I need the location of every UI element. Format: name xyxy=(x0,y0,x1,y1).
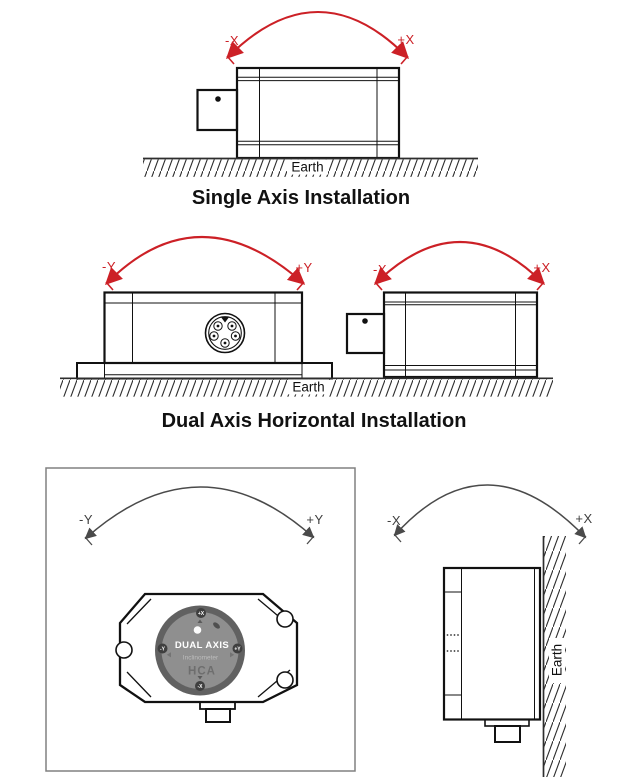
down-pointer-icon xyxy=(197,676,203,680)
ground: Earth xyxy=(143,157,478,177)
mounting-holes xyxy=(115,610,294,689)
top-view-frame xyxy=(45,467,356,772)
inclinometer-side-view xyxy=(196,66,401,160)
inclinometer-side-view-2 xyxy=(345,291,539,379)
arc-tick-right xyxy=(306,535,315,545)
screw-mark xyxy=(213,622,220,629)
connector-keyway xyxy=(220,316,230,323)
pos-y-label: +Y xyxy=(306,512,323,527)
arc-tick-left xyxy=(226,55,235,65)
arc-tick-right xyxy=(578,535,587,545)
rotation-arc xyxy=(225,10,409,60)
neg-y-label: -Y xyxy=(79,512,93,527)
earth-label: Earth xyxy=(291,160,323,175)
axis-markers: +X -X -Y +Y xyxy=(157,608,243,691)
left-pointer-icon xyxy=(166,652,171,658)
wall-mounted-side-view: Earth xyxy=(442,536,566,777)
disc-brand: HCA xyxy=(188,666,216,678)
connector-dot xyxy=(362,318,368,324)
marker-neg-x: -X xyxy=(198,684,204,690)
mounting-flange xyxy=(76,362,333,380)
ground: Earth xyxy=(60,377,553,397)
single-axis-section: -X +X Earth Single Axis Installation xyxy=(143,10,478,209)
disc-title: DUAL AXIS xyxy=(175,640,229,651)
rotation-arc xyxy=(104,235,306,286)
rotation-arc xyxy=(393,484,587,539)
circular-connector xyxy=(204,312,246,354)
x-axis-rotation-arc: -X +X xyxy=(387,484,592,545)
right-pointer-icon xyxy=(230,652,235,658)
arc-tick-left xyxy=(105,281,114,291)
arc-tick-left xyxy=(84,536,93,546)
arc-tick-right xyxy=(296,281,305,291)
label-dots xyxy=(446,634,459,652)
neg-x-label: -X xyxy=(225,33,239,48)
arc-tick-right xyxy=(536,281,545,291)
neg-x-label: -X xyxy=(373,262,387,277)
neg-x-label: -X xyxy=(387,513,401,528)
earth-label: Earth xyxy=(292,380,324,395)
bottom-connector xyxy=(199,701,236,723)
cable-connector-block xyxy=(196,88,239,132)
up-pointer-icon xyxy=(197,619,203,623)
arc-tick-left xyxy=(374,281,383,291)
disc-face xyxy=(161,612,239,689)
connector-pins xyxy=(209,321,241,348)
dual-horizontal-title: Dual Axis Horizontal Installation xyxy=(162,410,467,432)
rotation-arc xyxy=(84,486,315,540)
x-axis-rotation-arc: -X +X xyxy=(373,241,550,291)
single-axis-rotation-arc: -X +X xyxy=(225,10,414,65)
inclinometer-top-view: DUAL AXIS Inclinometer HCA +X -X -Y +Y xyxy=(115,592,299,723)
dual-horizontal-section: -Y +Y -X +X xyxy=(60,235,553,432)
marker-pos-x: +X xyxy=(198,611,205,617)
pos-x-label: +X xyxy=(397,32,414,47)
pos-y-label: +Y xyxy=(295,260,312,275)
arc-tick-left xyxy=(393,533,402,543)
neg-y-label: -Y xyxy=(102,259,116,274)
inclinometer-side-view-vertical xyxy=(442,566,542,743)
rotation-arc xyxy=(373,241,546,285)
bottom-connector xyxy=(494,725,521,743)
marker-neg-y: -Y xyxy=(160,646,166,652)
pos-x-label: +X xyxy=(533,260,550,275)
pos-x-label: +X xyxy=(575,511,592,526)
device-face-disc: DUAL AXIS Inclinometer HCA +X -X -Y +Y xyxy=(155,605,245,696)
earth-label-vertical: Earth xyxy=(550,644,565,676)
inclinometer-front-view xyxy=(76,291,333,380)
marker-pos-y: +Y xyxy=(234,646,241,652)
indicator-dot xyxy=(193,626,202,634)
disc-subtitle: Inclinometer xyxy=(183,655,219,662)
y-axis-rotation-arc: -Y +Y xyxy=(102,235,312,291)
single-axis-title: Single Axis Installation xyxy=(192,187,410,209)
cable-connector-block xyxy=(345,312,386,355)
arc-tick-right xyxy=(400,55,409,65)
y-axis-rotation-arc: -Y +Y xyxy=(79,486,323,546)
connector-dot xyxy=(215,96,221,102)
dual-vertical-section: -Y +Y xyxy=(45,467,592,777)
